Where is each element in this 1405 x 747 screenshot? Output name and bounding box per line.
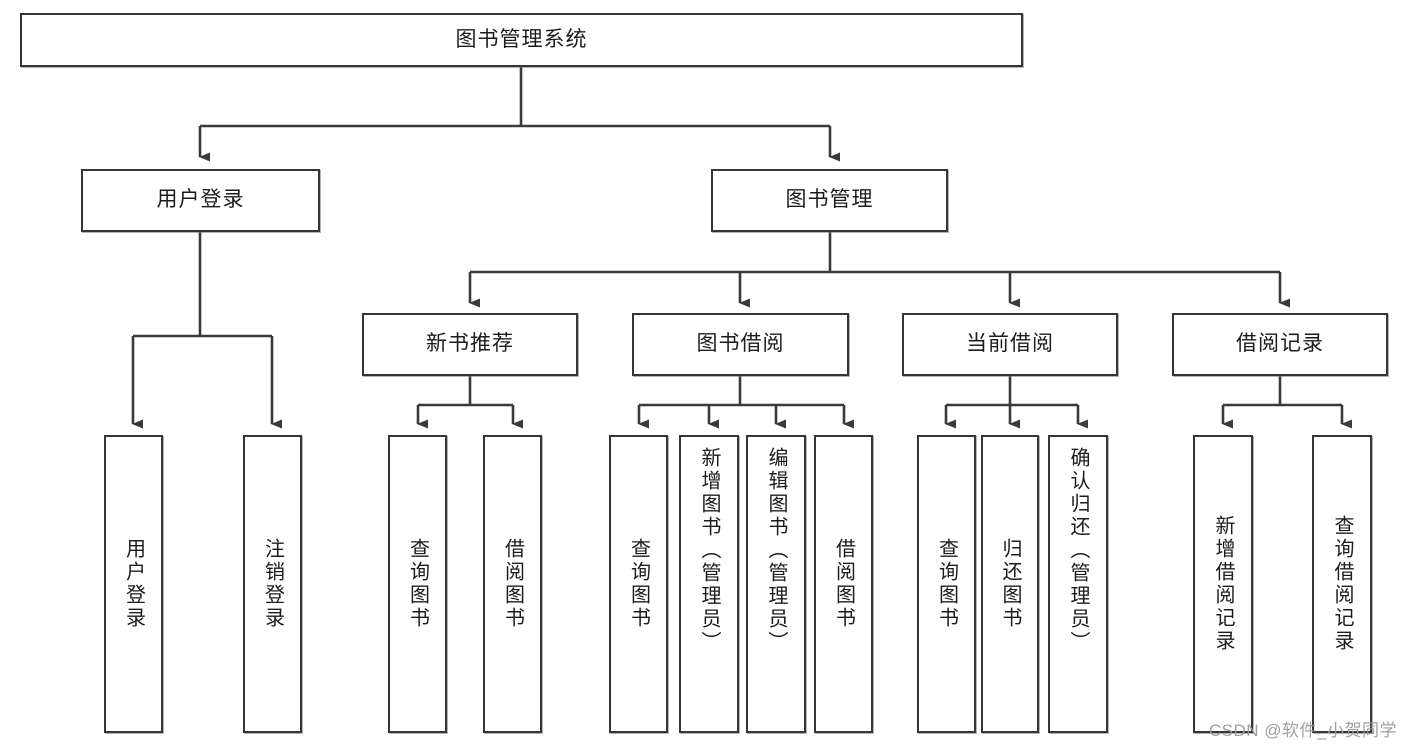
node-book-manage[interactable]: 图书管理 bbox=[711, 169, 948, 232]
node-current-borrow-label: 当前借阅 bbox=[966, 332, 1054, 356]
node-book-borrow-label: 图书借阅 bbox=[696, 332, 785, 356]
node-leaf-user-login[interactable]: 用户登录 bbox=[104, 435, 163, 733]
node-leaf-query-book-3[interactable]: 查询图书 bbox=[917, 435, 976, 733]
node-leaf-borrow-book-2[interactable]: 借阅图书 bbox=[814, 435, 873, 733]
node-leaf-borrow-book-2-label: 借阅图书 bbox=[832, 538, 855, 630]
node-leaf-query-book-1-label: 查询图书 bbox=[406, 538, 429, 630]
node-current-borrow[interactable]: 当前借阅 bbox=[902, 313, 1118, 376]
node-root[interactable]: 图书管理系统 bbox=[20, 13, 1023, 67]
node-new-book-recommend[interactable]: 新书推荐 bbox=[362, 313, 578, 376]
node-new-book-recommend-label: 新书推荐 bbox=[426, 332, 514, 356]
node-leaf-edit-book[interactable]: 编辑图书（管理员） bbox=[746, 435, 806, 733]
node-leaf-add-record-label: 新增借阅记录 bbox=[1212, 515, 1234, 653]
watermark: CSDN @软件_小贺同学 bbox=[1208, 721, 1397, 740]
node-leaf-query-book-3-label: 查询图书 bbox=[935, 538, 958, 630]
node-leaf-query-record[interactable]: 查询借阅记录 bbox=[1312, 435, 1372, 733]
node-leaf-borrow-book-1-label: 借阅图书 bbox=[501, 538, 524, 630]
node-leaf-edit-book-label: 编辑图书（管理员） bbox=[765, 447, 787, 654]
node-book-manage-label: 图书管理 bbox=[785, 188, 874, 212]
node-leaf-confirm-return[interactable]: 确认归还（管理员） bbox=[1048, 435, 1108, 733]
node-leaf-query-book-2-label: 查询图书 bbox=[627, 538, 650, 630]
node-leaf-add-book[interactable]: 新增图书（管理员） bbox=[679, 435, 739, 733]
node-borrow-record-label: 借阅记录 bbox=[1236, 332, 1324, 356]
node-leaf-query-book-2[interactable]: 查询图书 bbox=[609, 435, 668, 733]
node-leaf-add-book-label: 新增图书（管理员） bbox=[698, 447, 720, 654]
node-leaf-query-book-1[interactable]: 查询图书 bbox=[388, 435, 447, 733]
node-leaf-logout-label: 注销登录 bbox=[261, 538, 284, 630]
node-leaf-borrow-book-1[interactable]: 借阅图书 bbox=[483, 435, 542, 733]
node-leaf-query-record-label: 查询借阅记录 bbox=[1331, 515, 1353, 653]
node-leaf-add-record[interactable]: 新增借阅记录 bbox=[1193, 435, 1253, 733]
node-leaf-return-book-label: 归还图书 bbox=[999, 538, 1021, 630]
node-user-login-label: 用户登录 bbox=[156, 188, 245, 212]
node-root-label: 图书管理系统 bbox=[455, 27, 588, 51]
node-book-borrow[interactable]: 图书借阅 bbox=[632, 313, 849, 376]
node-borrow-record[interactable]: 借阅记录 bbox=[1172, 313, 1388, 376]
node-leaf-user-login-label: 用户登录 bbox=[122, 538, 145, 630]
node-user-login[interactable]: 用户登录 bbox=[81, 169, 320, 232]
node-leaf-return-book[interactable]: 归还图书 bbox=[981, 435, 1039, 733]
node-leaf-confirm-return-label: 确认归还（管理员） bbox=[1067, 447, 1089, 654]
node-leaf-logout[interactable]: 注销登录 bbox=[243, 435, 302, 733]
